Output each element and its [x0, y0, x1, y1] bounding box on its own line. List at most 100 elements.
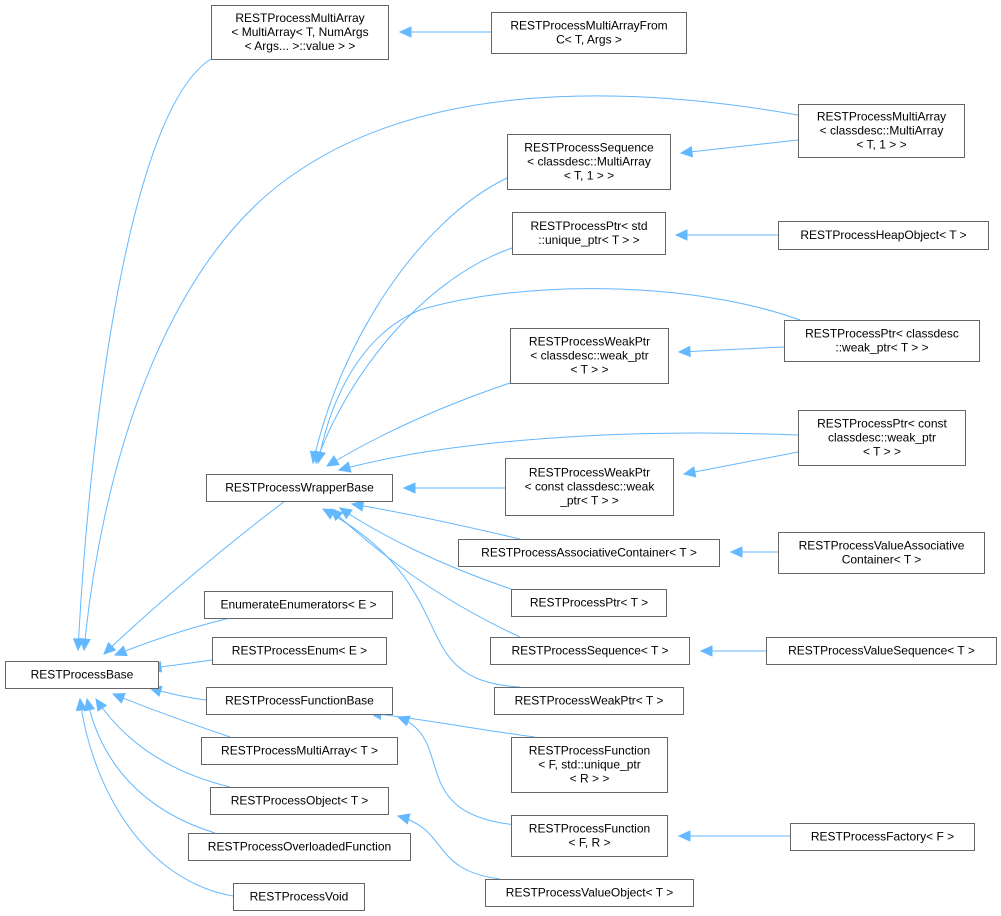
inheritance-edge-ma_args-to-base [72, 58, 212, 652]
arrowhead-icon [699, 645, 713, 657]
inheritance-edge-enum_enums-to-base [113, 617, 231, 657]
class-node-seq-cd[interactable]: RESTProcessSequence< classdesc::MultiArr… [507, 134, 671, 190]
arrowhead-icon [682, 466, 697, 478]
class-name-line: RESTProcessPtr< classdesc [805, 327, 959, 341]
class-name-line: RESTProcessFunction [529, 822, 650, 836]
class-name-line: RESTProcessPtr< std [530, 219, 647, 233]
class-box [201, 737, 398, 765]
class-node-seq-t[interactable]: RESTProcessSequence< T > [490, 637, 690, 665]
class-node-weak-const[interactable]: RESTProcessWeakPtr< const classdesc::wea… [505, 458, 674, 516]
class-node-enum-e[interactable]: RESTProcessEnum< E > [212, 637, 387, 665]
class-node-ptr-cd-weak[interactable]: RESTProcessPtr< classdesc::weak_ptr< T >… [784, 320, 980, 362]
edge-line [317, 288, 801, 464]
class-node-ma-cd[interactable]: RESTProcessMultiArray< classdesc::MultiA… [798, 104, 965, 158]
class-box [511, 815, 668, 857]
arrowhead-icon [337, 461, 352, 473]
edge-line [330, 508, 521, 638]
class-name-line: RESTProcessMultiArray [817, 110, 946, 124]
class-node-val-obj[interactable]: RESTProcessValueObject< T > [485, 879, 694, 907]
class-name-line: < F, std::unique_ptr [538, 758, 640, 772]
arrowhead-icon [95, 697, 108, 712]
class-box [206, 474, 393, 502]
class-name-line: < const classdesc::weak [525, 480, 656, 494]
class-node-overloaded[interactable]: RESTProcessOverloadedFunction [188, 833, 411, 861]
inheritance-edge-void-to-base [75, 697, 234, 897]
class-box [798, 104, 965, 158]
class-name-line: < T, 1 > > [856, 138, 906, 152]
class-name-line: RESTProcessPtr< T > [530, 596, 648, 610]
class-node-func-uniq[interactable]: RESTProcessFunction< F, std::unique_ptr<… [511, 737, 668, 793]
class-name-line: RESTProcessBase [31, 668, 134, 682]
edge-line [369, 712, 536, 738]
inheritance-edge-ptr_cd_weak-to-weak_cd [677, 345, 785, 358]
arrowhead-icon [103, 641, 117, 655]
inheritance-edge-weak_t-to-wrapper [321, 508, 521, 688]
class-node-factory[interactable]: RESTProcessFactory< F > [790, 823, 975, 851]
class-box [512, 212, 666, 255]
edge-line [86, 698, 216, 834]
class-name-line: RESTProcessValueSequence< T > [788, 644, 975, 658]
class-name-line: < MultiArray< T, NumArgs [231, 25, 368, 39]
class-node-heap[interactable]: RESTProcessHeapObject< T > [778, 221, 989, 250]
inheritance-edge-weak_const-to-wrapper [402, 482, 505, 494]
class-node-val-seq[interactable]: RESTProcessValueSequence< T > [766, 637, 997, 665]
class-node-weak-cd[interactable]: RESTProcessWeakPtr< classdesc::weak_ptr<… [510, 328, 669, 384]
inheritance-edge-weak_cd-to-wrapper [325, 382, 511, 467]
class-name-line: RESTProcessFactory< F > [811, 830, 954, 844]
class-box [784, 320, 980, 362]
class-node-ptr-uniq[interactable]: RESTProcessPtr< std::unique_ptr< T > > [512, 212, 666, 255]
arrowhead-icon [321, 508, 336, 520]
class-node-enum-enums[interactable]: EnumerateEnumerators< E > [204, 591, 393, 619]
arrowhead-icon [729, 546, 743, 558]
class-node-void[interactable]: RESTProcessVoid [233, 883, 365, 911]
arrowhead-icon [396, 813, 411, 825]
edge-line [678, 346, 785, 353]
class-node-weak-t[interactable]: RESTProcessWeakPtr< T > [494, 687, 684, 715]
arrowhead-icon [79, 638, 91, 652]
arrowhead-icon [83, 697, 96, 712]
arrowhead-icon [402, 482, 416, 494]
inheritance-edge-val_seq-to-seq_t [699, 645, 766, 657]
inheritance-edge-overloaded-to-base [83, 697, 216, 834]
edge-line [83, 95, 799, 651]
inheritance-edge-ma_cd-to-base [79, 95, 799, 652]
arrowhead-icon [75, 697, 88, 712]
inheritance-edge-ptr_t-to-wrapper [338, 507, 512, 590]
inheritance-edge-val_obj-to-obj_t [396, 813, 501, 880]
class-node-func-base[interactable]: RESTProcessFunctionBase [206, 687, 393, 715]
class-node-assoc[interactable]: RESTProcessAssociativeContainer< T > [458, 539, 720, 567]
class-name-line: Container< T > [842, 553, 922, 567]
class-name-line: RESTProcessEnum< E > [232, 644, 367, 658]
class-name-line: RESTProcessWeakPtr [529, 466, 650, 480]
class-name-line: < classdesc::MultiArray [527, 155, 651, 169]
class-box [511, 737, 668, 793]
inheritance-edge-enum_e-to-base [148, 659, 213, 673]
class-name-line: RESTProcessMultiArrayFrom [510, 19, 667, 33]
class-node-wrapper[interactable]: RESTProcessWrapperBase [206, 474, 393, 502]
class-box [778, 532, 985, 574]
inheritance-edge-assoc-to-wrapper [350, 500, 521, 540]
class-node-ma-t[interactable]: RESTProcessMultiArray< T > [201, 737, 398, 765]
class-box [211, 5, 389, 60]
class-node-ptr-const-weak[interactable]: RESTProcessPtr< constclassdesc::weak_ptr… [798, 410, 966, 466]
class-name-line: RESTProcessFunctionBase [225, 694, 374, 708]
class-name-line: RESTProcessPtr< const [817, 417, 947, 431]
inheritance-edge-ma_t-to-base [111, 692, 231, 738]
class-node-func-fr[interactable]: RESTProcessFunction< F, R > [511, 815, 668, 857]
class-name-line: < T > > [863, 445, 901, 459]
class-node-ptr-t[interactable]: RESTProcessPtr< T > [511, 589, 667, 617]
class-node-ma-args[interactable]: RESTProcessMultiArray< MultiArray< T, Nu… [211, 5, 389, 60]
class-name-line: RESTProcessObject< T > [231, 794, 369, 808]
class-name-line: C< T, Args > [556, 33, 622, 47]
class-box [766, 637, 997, 665]
class-name-line: RESTProcessOverloadedFunction [208, 840, 391, 854]
edge-line [315, 247, 513, 464]
class-node-obj-t[interactable]: RESTProcessObject< T > [210, 787, 389, 815]
inheritance-edge-ptr_const_weak-to-weak_const [682, 451, 799, 478]
class-box [505, 458, 674, 516]
class-node-base[interactable]: RESTProcessBase [5, 661, 159, 689]
inheritance-edge-func_fr-to-func_base [396, 715, 531, 827]
